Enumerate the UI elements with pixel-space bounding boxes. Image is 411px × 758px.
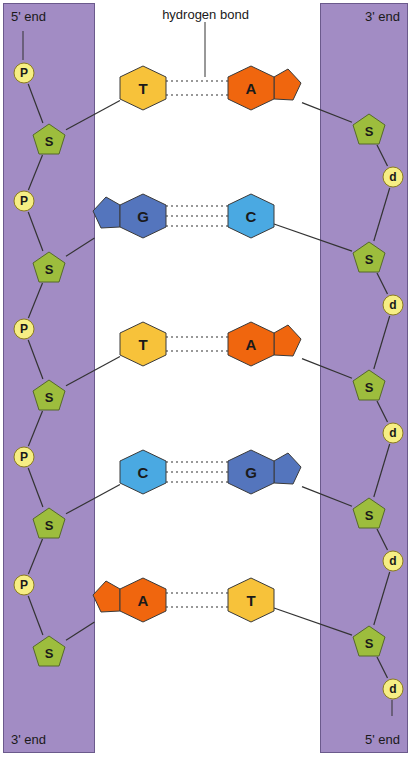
node-letter: S	[365, 125, 374, 138]
strand-end-label: 3' end	[365, 10, 400, 23]
node-letter: A	[246, 337, 257, 352]
node-letter: S	[45, 135, 54, 148]
nitrogen-base: G	[228, 450, 302, 494]
sugar-pentagon: S	[352, 369, 386, 401]
strand-end-label: 5' end	[11, 10, 46, 23]
node-letter: d	[389, 555, 396, 567]
nitrogen-base: C	[228, 194, 274, 238]
node-letter: G	[137, 209, 149, 224]
sugar-pentagon: S	[32, 379, 66, 411]
sugar-pentagon: S	[352, 625, 386, 657]
sugar-pentagon: S	[352, 113, 386, 145]
node-letter: S	[45, 519, 54, 532]
phosphate-circle: P	[13, 446, 35, 468]
node-letter: T	[138, 81, 147, 96]
hydrogen-bond-line	[166, 606, 228, 607]
node-letter: P	[20, 451, 28, 463]
hydrogen-bond-line	[166, 215, 228, 216]
node-letter: P	[20, 579, 28, 591]
node-outline	[228, 322, 302, 366]
nitrogen-base: C	[120, 450, 166, 494]
phosphate-circle: d	[382, 422, 404, 444]
nitrogen-base: T	[120, 66, 166, 110]
node-letter: P	[20, 323, 28, 335]
node-letter: S	[365, 509, 374, 522]
label-holder: hydrogen bond	[0, 5, 411, 23]
hydrogen-bond-line	[166, 481, 228, 482]
node-outline	[92, 194, 166, 238]
sugar-pentagon: S	[32, 635, 66, 667]
phosphate-circle: d	[382, 166, 404, 188]
node-letter: d	[389, 683, 396, 695]
node-letter: d	[389, 299, 396, 311]
nitrogen-base: A	[228, 322, 302, 366]
node-letter: S	[365, 381, 374, 394]
strand-tail	[392, 700, 393, 716]
node-outline	[228, 66, 302, 110]
strand-end-label: 3' end	[11, 733, 46, 746]
node-letter: T	[138, 337, 147, 352]
node-letter: d	[389, 427, 396, 439]
hydrogen-bond-line	[166, 94, 228, 95]
hydrogen-bond-line	[166, 471, 228, 472]
nitrogen-base: T	[228, 578, 274, 622]
sugar-pentagon: S	[352, 497, 386, 529]
hydrogen-bond-line	[166, 225, 228, 226]
phosphate-circle: d	[382, 294, 404, 316]
strand-end-label: 5' end	[365, 733, 400, 746]
sugar-pentagon: S	[32, 123, 66, 155]
hydrogen-bond-line	[166, 350, 228, 351]
callout-label: hydrogen bond	[162, 7, 249, 22]
node-outline	[92, 578, 166, 622]
phosphate-circle: P	[13, 574, 35, 596]
node-letter: S	[365, 253, 374, 266]
phosphate-circle: d	[382, 678, 404, 700]
node-letter: P	[20, 67, 28, 79]
phosphate-circle: P	[13, 62, 35, 84]
sugar-pentagon: S	[32, 251, 66, 283]
hydrogen-bond-line	[166, 80, 228, 81]
node-outline	[228, 450, 302, 494]
nitrogen-base: T	[120, 322, 166, 366]
node-letter: S	[45, 391, 54, 404]
node-letter: A	[246, 81, 257, 96]
hydrogen-bond-line	[166, 336, 228, 337]
phosphate-circle: P	[13, 190, 35, 212]
node-letter: G	[245, 465, 257, 480]
nitrogen-base: A	[228, 66, 302, 110]
sugar-pentagon: S	[32, 507, 66, 539]
nitrogen-base: A	[92, 578, 166, 622]
leader-line	[205, 22, 206, 77]
phosphate-circle: P	[13, 318, 35, 340]
hydrogen-bond-line	[166, 205, 228, 206]
node-letter: P	[20, 195, 28, 207]
phosphate-circle: d	[382, 550, 404, 572]
node-letter: A	[138, 593, 149, 608]
node-letter: d	[389, 171, 396, 183]
nitrogen-base: G	[92, 194, 166, 238]
node-letter: S	[45, 263, 54, 276]
node-letter: S	[45, 647, 54, 660]
hydrogen-bond-line	[166, 461, 228, 462]
node-letter: C	[246, 209, 257, 224]
sugar-pentagon: S	[352, 241, 386, 273]
node-letter: T	[246, 593, 255, 608]
node-letter: S	[365, 637, 374, 650]
hydrogen-bond-line	[166, 592, 228, 593]
node-letter: C	[138, 465, 149, 480]
strand-tail	[23, 31, 24, 60]
